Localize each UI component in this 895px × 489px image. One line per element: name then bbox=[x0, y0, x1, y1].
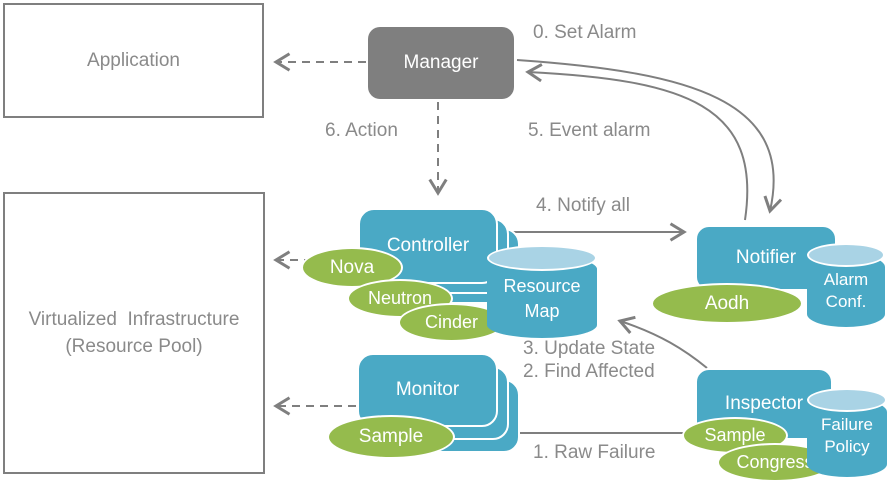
notifier-label: Notifier bbox=[735, 247, 797, 268]
cinder-label: Cinder bbox=[424, 312, 479, 332]
manager-label: Manager bbox=[403, 52, 479, 73]
step-label-notify-all: 4. Notify all bbox=[536, 195, 630, 216]
nova-label: Nova bbox=[329, 256, 375, 278]
congress-label: Congress bbox=[736, 452, 814, 472]
resource-map-label: Resource Map bbox=[503, 276, 581, 321]
step-label-find-affected: 2. Find Affected bbox=[523, 361, 655, 382]
failure-policy-cylinder: Failure Policy bbox=[807, 388, 887, 477]
inspector-label: Inspector bbox=[724, 393, 804, 414]
virtualized-infrastructure-label-line2: (Resource Pool) bbox=[65, 336, 203, 357]
resource-map-cylinder: Resource Map bbox=[487, 245, 597, 338]
monitor-label: Monitor bbox=[395, 379, 460, 400]
failure-policy-label: Failure Policy bbox=[821, 415, 873, 456]
controller-label: Controller bbox=[386, 235, 470, 256]
step-label-raw-failure: 1. Raw Failure bbox=[533, 442, 656, 463]
alarm-conf-label: Alarm Conf. bbox=[823, 270, 869, 311]
aodh-bubble: Aodh bbox=[651, 283, 803, 324]
step-label-action: 6. Action bbox=[325, 120, 398, 141]
arc-set-alarm bbox=[516, 59, 783, 214]
alarm-conf-cylinder: Alarm Conf. bbox=[807, 243, 885, 327]
arc-event-alarm bbox=[525, 63, 749, 221]
cylinder-top bbox=[487, 245, 597, 271]
aodh-label: Aodh bbox=[704, 292, 750, 314]
neutron-label: Neutron bbox=[367, 288, 433, 308]
step-label-event-alarm: 5. Event alarm bbox=[528, 120, 651, 141]
cylinder-top bbox=[807, 243, 885, 267]
virtualized-infrastructure-label-line1: Virtualized Infrastructure bbox=[28, 309, 240, 330]
application-label: Application bbox=[87, 50, 180, 71]
step-label-update-state: 3. Update State bbox=[523, 338, 656, 359]
virtualized-infrastructure-box: Virtualized Infrastructure (Resource Poo… bbox=[3, 192, 265, 474]
application-box: Application bbox=[3, 3, 264, 118]
cylinder-top bbox=[807, 388, 887, 412]
manager-box: Manager bbox=[368, 27, 514, 99]
congress-bubble: Congress bbox=[717, 443, 833, 482]
cylinder-body bbox=[807, 399, 887, 477]
step-label-set-alarm: 0. Set Alarm bbox=[533, 22, 637, 43]
monitor-sample-bubble: Sample bbox=[327, 415, 455, 459]
monitor-sample-label: Sample bbox=[358, 426, 424, 447]
inspector-sample-label: Sample bbox=[704, 425, 766, 445]
arc-inspector-to-resource-map bbox=[617, 315, 708, 369]
